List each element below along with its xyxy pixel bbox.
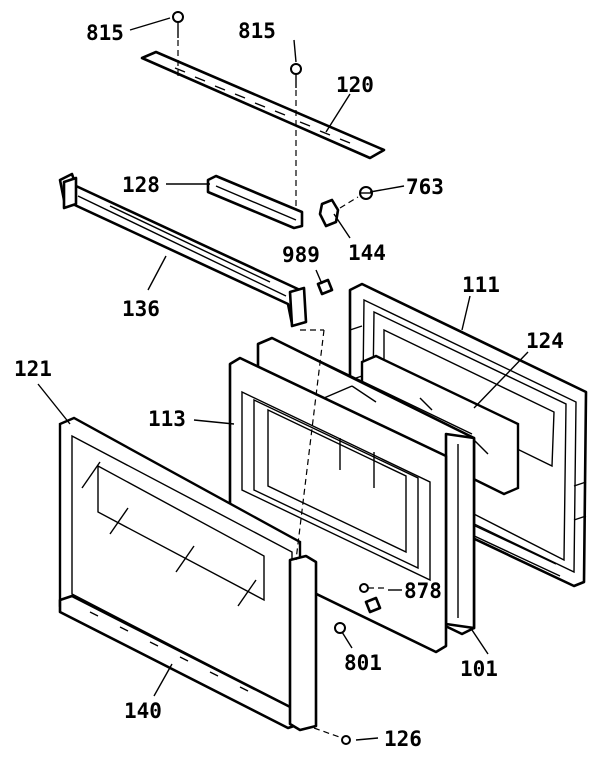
clip-989: [316, 278, 334, 296]
screw-815-right: [290, 63, 302, 210]
label-815-left: 815: [86, 21, 124, 45]
label-126: 126: [384, 727, 422, 751]
label-144: 144: [348, 241, 386, 265]
label-815-right: 815: [238, 19, 276, 43]
label-136: 136: [122, 297, 160, 321]
screw-126: [313, 727, 351, 745]
screw-815-left: [172, 11, 184, 80]
assembly-line-2: [295, 329, 325, 561]
label-124: 124: [526, 329, 564, 353]
screw-801: [334, 596, 382, 634]
part-128-bracket: [206, 174, 304, 230]
part-labels: 815 815 120 128 763 144 989 136 111 124 …: [14, 19, 564, 751]
label-801: 801: [344, 651, 382, 675]
label-128: 128: [122, 173, 160, 197]
label-120: 120: [336, 73, 374, 97]
screw-878: [359, 583, 384, 593]
side-bracket: [288, 554, 318, 732]
label-140: 140: [124, 699, 162, 723]
part-136-top-rail: [58, 172, 308, 328]
label-113: 113: [148, 407, 186, 431]
label-878: 878: [404, 579, 442, 603]
label-989: 989: [282, 243, 320, 267]
leader-lines: [37, 17, 529, 741]
label-111: 111: [462, 273, 500, 297]
screw-763: [359, 186, 373, 200]
part-120-vent-strip: [140, 50, 386, 160]
clip-144: [318, 196, 359, 228]
label-121: 121: [14, 357, 52, 381]
label-763: 763: [406, 175, 444, 199]
label-101: 101: [460, 657, 498, 681]
